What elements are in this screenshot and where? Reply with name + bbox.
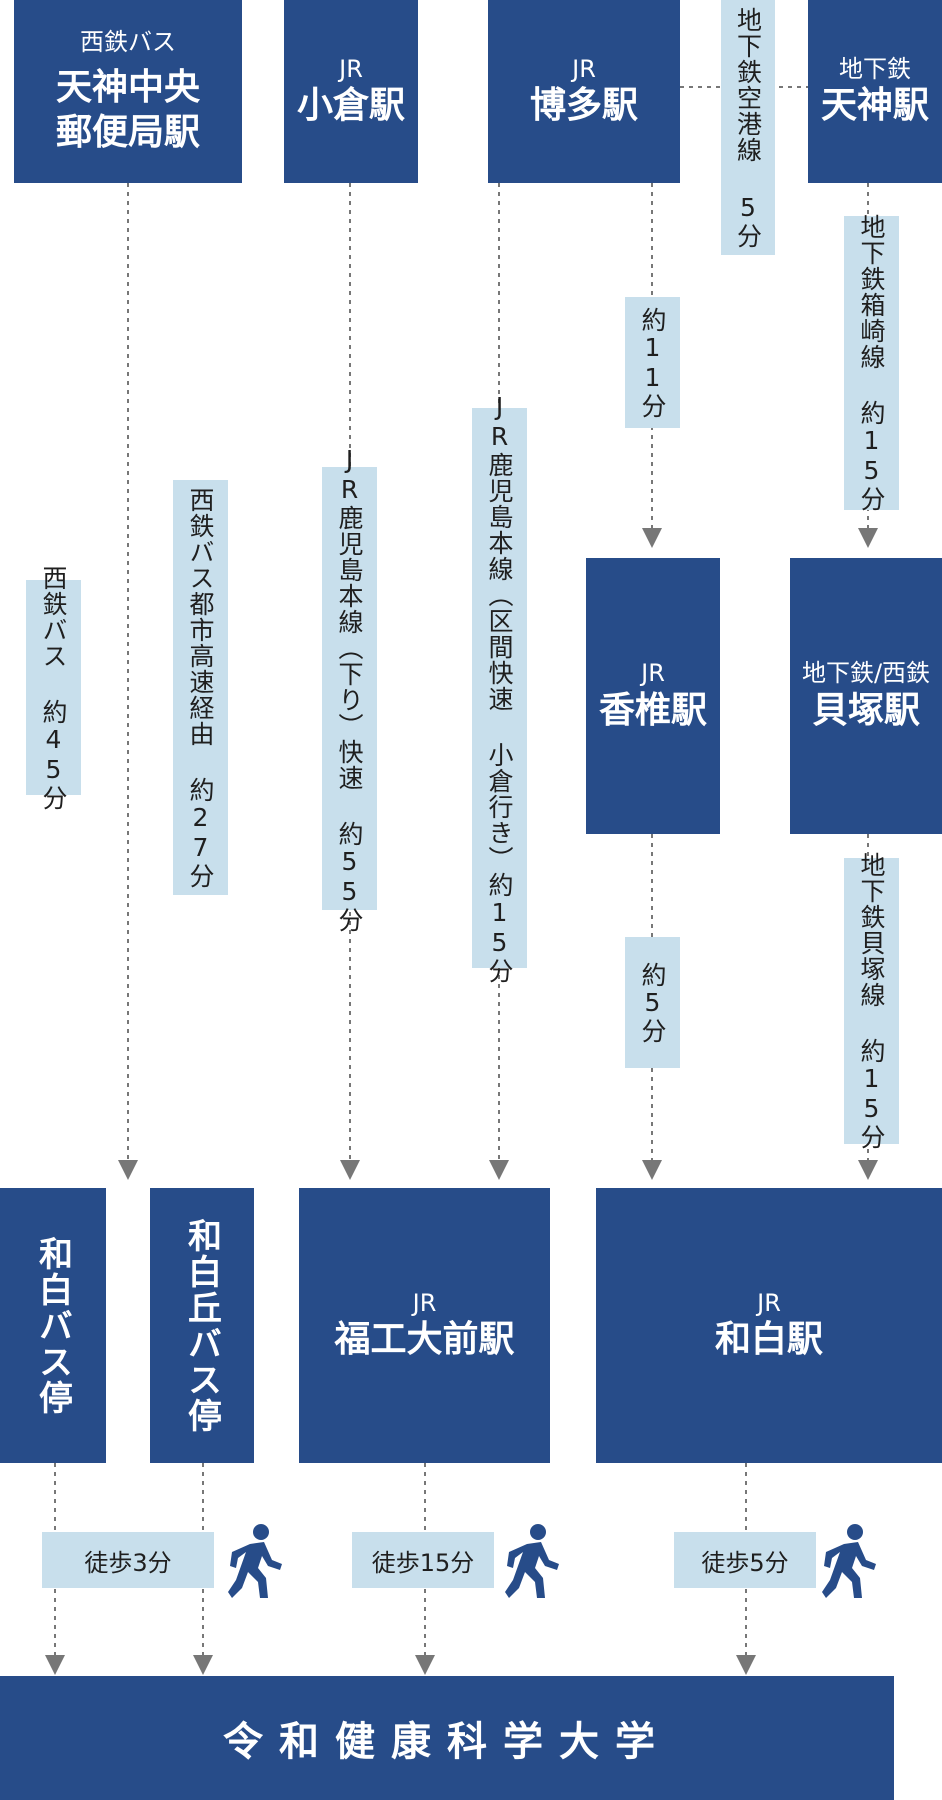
walk-5min: 徒歩5分 — [674, 1532, 816, 1588]
origin-tenjin-subway: 地下鉄 天神駅 — [808, 0, 942, 183]
stop-fukkodai: JR 福工大前駅 — [299, 1188, 550, 1463]
mid-kashii-name: 香椎駅 — [598, 689, 707, 731]
route-local15: JR鹿児島本線︵区間快速 小倉行き︶約15分 — [472, 392, 527, 984]
mid-kaizuka-type: 地下鉄/西鉄 — [801, 659, 931, 688]
destination-university: 令和健康科学大学 — [0, 1676, 894, 1800]
stop-wajiro-type: JR — [757, 1288, 781, 1317]
walk-15min: 徒歩15分 — [352, 1532, 494, 1588]
origin-tenjin-bus-type: 西鉄バス — [80, 28, 176, 57]
route-bus45: 西鉄バス 約45分 — [26, 565, 81, 811]
origin-hakata-type: JR — [572, 54, 596, 83]
origin-kokura-type: JR — [339, 54, 363, 83]
route-hakata-kashii: 約11分 — [625, 297, 680, 428]
route-airport-line: 地下鉄空港線 5分 — [721, 0, 775, 255]
stop-wajiro: JR 和白駅 — [596, 1188, 942, 1463]
origin-hakata: JR 博多駅 — [488, 0, 680, 183]
stop-wajirooka-bus: 和白丘バス停 — [150, 1188, 254, 1463]
mid-kashii: JR 香椎駅 — [586, 558, 720, 834]
origin-tenjin-bus: 西鉄バス 天神中央 郵便局駅 — [14, 0, 242, 183]
route-rapid55: JR鹿児島本線︵下り︶快速 約55分 — [322, 445, 377, 933]
origin-kokura: JR 小倉駅 — [284, 0, 418, 183]
route-hakozaki: 地下鉄箱崎線 約15分 — [844, 214, 899, 512]
mid-kaizuka: 地下鉄/西鉄 貝塚駅 — [790, 558, 942, 834]
mid-kashii-type: JR — [641, 659, 665, 688]
route-kaizuka-line: 地下鉄貝塚線 約15分 — [844, 852, 899, 1150]
stop-fukkodai-name: 福工大前駅 — [334, 1319, 515, 1361]
origin-tenjin-subway-type: 地下鉄 — [839, 54, 911, 83]
origin-tenjin-subway-name: 天神駅 — [820, 85, 929, 127]
walking-person-icon — [228, 1524, 282, 1598]
mid-kaizuka-name: 貝塚駅 — [811, 689, 920, 731]
stop-wajiro-bus: 和白バス停 — [0, 1188, 106, 1463]
stop-fukkodai-type: JR — [412, 1288, 437, 1317]
route-bus27: 西鉄バス都市高速経由 約27分 — [173, 480, 228, 895]
walk-3min: 徒歩3分 — [42, 1532, 214, 1588]
origin-kokura-name: 小倉駅 — [296, 85, 405, 127]
walking-person-icon — [505, 1524, 559, 1598]
walking-person-icon — [822, 1524, 876, 1598]
origin-tenjin-bus-name: 天神中央 郵便局駅 — [55, 66, 200, 153]
origin-hakata-name: 博多駅 — [529, 85, 638, 127]
stop-wajiro-name: 和白駅 — [714, 1319, 823, 1361]
route-kashii-wajiro: 約5分 — [625, 937, 680, 1068]
